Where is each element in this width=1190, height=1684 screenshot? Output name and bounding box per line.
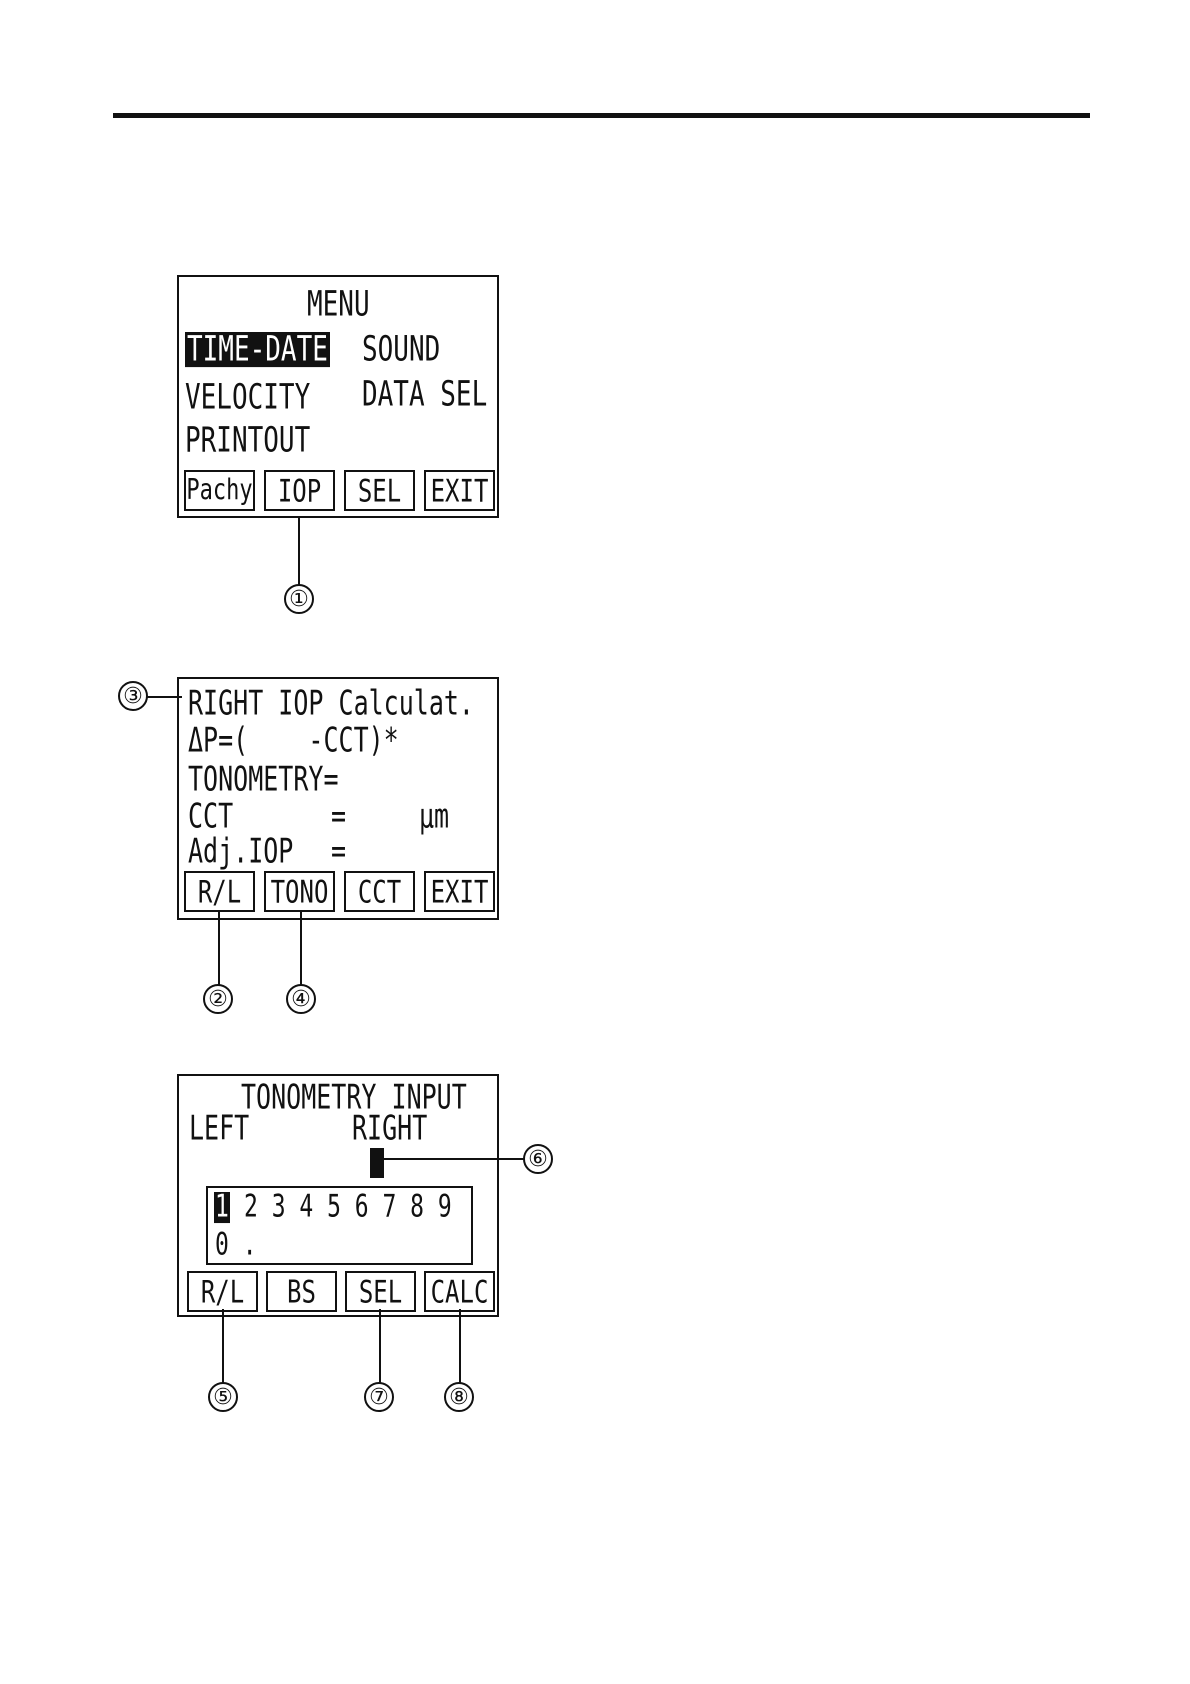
- right-label: RIGHT: [352, 1111, 427, 1145]
- callout-3: ③: [118, 681, 148, 711]
- keypad-key-selected[interactable]: 1: [214, 1192, 230, 1223]
- menu-title: MENU: [307, 287, 370, 322]
- menu-item-printout[interactable]: PRINTOUT: [185, 423, 310, 458]
- tonometry-input-screen: TONOMETRY INPUT LEFT RIGHT 1 2 3 4 5 6 7…: [177, 1074, 499, 1317]
- callout-6: ⑥: [523, 1144, 553, 1174]
- exit-softkey[interactable]: EXIT: [424, 470, 495, 511]
- input-cursor: [370, 1148, 384, 1178]
- rl-softkey[interactable]: R/L: [187, 1271, 258, 1312]
- tonometry-line: TONOMETRY=: [188, 762, 339, 796]
- sel-softkey-label: SEL: [358, 472, 401, 508]
- keypad-row-1[interactable]: 2 3 4 5 6 7 8 9: [244, 1192, 452, 1223]
- menu-item-sound[interactable]: SOUND: [362, 332, 440, 367]
- tono-softkey-label: TONO: [271, 873, 329, 909]
- cct-unit: μm: [419, 799, 449, 833]
- calc-softkey[interactable]: CALC: [424, 1271, 495, 1312]
- delta-p-formula: ΔP=( -CCT)*: [188, 723, 399, 757]
- exit-softkey-label: EXIT: [431, 472, 489, 508]
- iop-softkey-label: IOP: [278, 472, 321, 508]
- calc-softkey-label: CALC: [431, 1273, 489, 1309]
- callout-2: ②: [203, 984, 233, 1014]
- leader-line: [459, 1309, 461, 1383]
- exit-softkey-label: EXIT: [431, 873, 489, 909]
- sel-softkey[interactable]: SEL: [345, 1271, 416, 1312]
- leader-line: [147, 696, 182, 698]
- menu-item-time-date[interactable]: TIME-DATE: [185, 332, 330, 367]
- iop-calc-screen: RIGHT IOP Calculat. ΔP=( -CCT)* TONOMETR…: [177, 677, 499, 920]
- tono-softkey[interactable]: TONO: [264, 871, 335, 912]
- iop-softkey[interactable]: IOP: [264, 470, 335, 511]
- rl-softkey-label: R/L: [201, 1273, 244, 1309]
- top-rule: [113, 113, 1090, 118]
- menu-item-data-sel[interactable]: DATA SEL: [362, 377, 487, 412]
- leader-line: [382, 1158, 525, 1160]
- iop-calc-title: RIGHT IOP Calculat.: [188, 686, 474, 720]
- sel-softkey-label: SEL: [359, 1273, 402, 1309]
- pachy-softkey-label: Pachy: [186, 474, 252, 507]
- leader-line: [222, 1309, 224, 1383]
- menu-item-velocity[interactable]: VELOCITY: [185, 380, 310, 415]
- leader-line: [218, 910, 220, 985]
- adj-iop-label: Adj.IOP: [188, 834, 293, 868]
- leader-line: [298, 516, 300, 585]
- rl-softkey[interactable]: R/L: [184, 871, 255, 912]
- callout-5: ⑤: [208, 1382, 238, 1412]
- leader-line: [300, 910, 302, 985]
- sel-softkey[interactable]: SEL: [344, 470, 415, 511]
- cct-equals: =: [331, 799, 346, 833]
- callout-8: ⑧: [444, 1382, 474, 1412]
- leader-line: [379, 1309, 381, 1383]
- keypad-row-2[interactable]: 0 .: [215, 1230, 257, 1261]
- cct-label: CCT: [188, 799, 233, 833]
- menu-screen: MENU TIME-DATE SOUND VELOCITY DATA SEL P…: [177, 275, 499, 518]
- bs-softkey[interactable]: BS: [266, 1271, 337, 1312]
- exit-softkey[interactable]: EXIT: [424, 871, 495, 912]
- callout-1: ①: [284, 584, 314, 614]
- rl-softkey-label: R/L: [198, 873, 241, 909]
- left-label: LEFT: [189, 1111, 249, 1145]
- bs-softkey-label: BS: [287, 1273, 316, 1309]
- cct-softkey[interactable]: CCT: [344, 871, 415, 912]
- numeric-keypad[interactable]: 1 2 3 4 5 6 7 8 9 0 .: [206, 1186, 473, 1265]
- adj-iop-equals: =: [331, 834, 346, 868]
- pachy-softkey[interactable]: Pachy: [184, 470, 255, 511]
- cct-softkey-label: CCT: [358, 873, 401, 909]
- callout-4: ④: [286, 984, 316, 1014]
- callout-7: ⑦: [364, 1382, 394, 1412]
